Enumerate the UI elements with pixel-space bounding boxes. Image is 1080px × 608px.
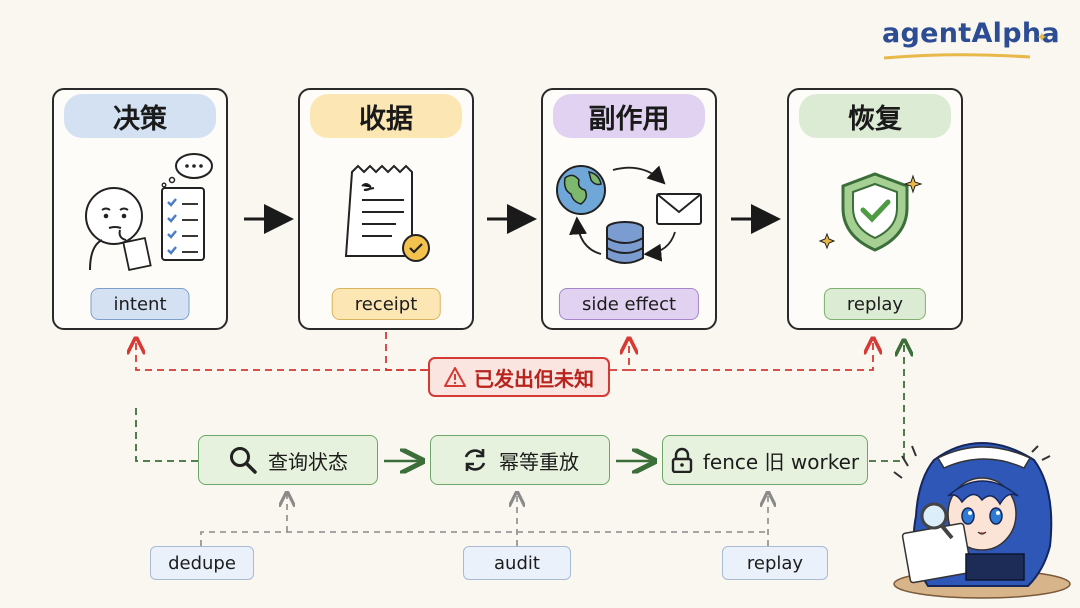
step-label: 查询状态 bbox=[268, 449, 348, 474]
envelope-icon bbox=[656, 193, 702, 225]
warning-label: 已发出但未知 bbox=[474, 366, 594, 391]
green-dashed-paths bbox=[135, 342, 904, 462]
tag-replay: replay bbox=[722, 546, 828, 580]
receipt-icon bbox=[344, 164, 430, 262]
step-query-state: 查询状态 bbox=[198, 435, 378, 485]
sparkle-icon: ✦ bbox=[1036, 30, 1049, 46]
card-recovery: 恢复 replay bbox=[787, 88, 963, 330]
side-effect-icons bbox=[556, 165, 702, 264]
card-receipt: 收据 receipt bbox=[298, 88, 474, 330]
card-title: 恢复 bbox=[799, 94, 951, 138]
step-label: 幂等重放 bbox=[499, 449, 579, 474]
unknown-state-badge: 已发出但未知 bbox=[428, 357, 610, 397]
warning-icon bbox=[444, 367, 466, 387]
card-tag: side effect bbox=[558, 288, 700, 320]
database-icon bbox=[606, 221, 644, 264]
step-label: fence 旧 worker bbox=[702, 449, 860, 474]
thinking-person-icon bbox=[85, 153, 213, 272]
grey-dashed-paths bbox=[200, 494, 768, 546]
step-idempotent-replay: 幂等重放 bbox=[430, 435, 610, 485]
lock-icon bbox=[671, 447, 693, 473]
magnifier-icon bbox=[230, 447, 257, 474]
globe-icon bbox=[556, 165, 606, 215]
card-tag: receipt bbox=[331, 288, 441, 320]
brand-name: agentAlpha bbox=[882, 18, 1060, 49]
card-side-effect: 副作用 side effect bbox=[541, 88, 717, 330]
red-dashed-paths bbox=[136, 332, 873, 371]
brand-logo: agentAlpha ✦ bbox=[882, 18, 1060, 60]
mascot-illustration bbox=[893, 442, 1071, 599]
card-tag: replay bbox=[823, 288, 927, 320]
card-title: 副作用 bbox=[553, 94, 705, 138]
card-tag: intent bbox=[90, 288, 190, 320]
card-title: 决策 bbox=[64, 94, 216, 138]
tag-dedupe: dedupe bbox=[150, 546, 254, 580]
tag-audit: audit bbox=[463, 546, 571, 580]
refresh-icon bbox=[464, 449, 486, 471]
card-decision: 决策 intent bbox=[52, 88, 228, 330]
brand-underline bbox=[883, 53, 1031, 60]
shield-check-icon bbox=[818, 172, 923, 252]
card-title: 收据 bbox=[310, 94, 462, 138]
step-fence-worker: fence 旧 worker bbox=[662, 435, 868, 485]
